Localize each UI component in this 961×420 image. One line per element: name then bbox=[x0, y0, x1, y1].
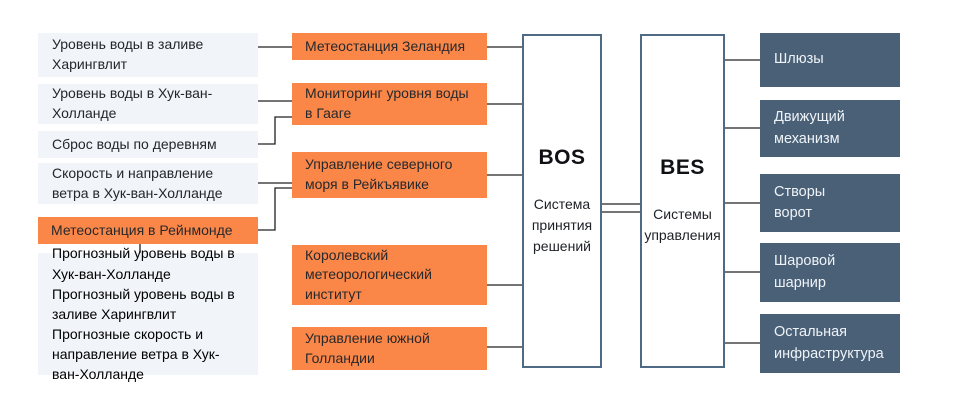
node-label: Остальная инфраструктура bbox=[774, 324, 884, 362]
node-label: Скорость и направление ветра в Хук-ван-Х… bbox=[52, 164, 223, 201]
node-label: Движущий механизм bbox=[774, 109, 845, 147]
bes-subtitle: Системы управления bbox=[644, 206, 721, 243]
bes-system-node: BES Системы управления bbox=[640, 34, 725, 368]
node-gate-leaves: Створы ворот bbox=[760, 174, 900, 232]
node-label: Уровень воды в Хук-ван- Холланде bbox=[52, 85, 213, 121]
node-label: Мониторинг уровня воды в Гааге bbox=[305, 85, 469, 121]
wire-discharge-to-hague bbox=[258, 116, 292, 145]
node-water-level-hoek-van-holland: Уровень воды в Хук-ван- Холланде bbox=[38, 84, 258, 124]
node-weather-station-rijnmond: Метеостанция в Рейнмонде bbox=[38, 217, 258, 244]
node-label: Шлюзы bbox=[774, 51, 824, 68]
node-label: Метеостанция Зеландия bbox=[305, 37, 466, 54]
forecast-line: Прогнозные скорость и направление ветра … bbox=[52, 326, 220, 383]
bos-system-node: BOS Система принятия решений bbox=[522, 34, 602, 368]
node-label: Уровень воды в заливе Харингвлит bbox=[52, 36, 204, 72]
bos-subtitle: Система принятия решений bbox=[531, 195, 593, 254]
bos-title: BOS bbox=[538, 145, 586, 169]
node-water-discharge-villages: Сброс воды по деревням bbox=[38, 131, 258, 158]
forecast-line: Прогнозный уровень воды в Хук-ван-Холлан… bbox=[52, 245, 235, 282]
node-ball-joint: Шаровой шарнир bbox=[760, 243, 900, 302]
node-label: Шаровой шарнир bbox=[774, 253, 836, 291]
node-drive-mechanism: Движущий механизм bbox=[760, 100, 900, 157]
node-other-infrastructure: Остальная инфраструктура bbox=[760, 314, 900, 373]
node-label: Королевский метеорологический институт bbox=[305, 246, 432, 302]
node-south-holland-directorate: Управление южной Голландии bbox=[292, 327, 487, 370]
node-north-sea-directorate: Управление северного моря в Рейкъявике bbox=[292, 152, 487, 198]
node-water-monitoring-hague: Мониторинг уровня воды в Гааге bbox=[292, 83, 487, 125]
node-royal-meteorological-institute: Королевский метеорологический институт bbox=[292, 245, 487, 305]
node-label: Управление северного моря в Рейкъявике bbox=[305, 156, 453, 192]
forecast-line: Прогнозный уровень воды в заливе Харингв… bbox=[52, 285, 235, 322]
node-label: Створы ворот bbox=[774, 183, 826, 221]
node-locks: Шлюзы bbox=[760, 33, 900, 87]
node-water-level-haringvliet: Уровень воды в заливе Харингвлит bbox=[38, 33, 258, 77]
node-label: Управление южной Голландии bbox=[305, 329, 430, 366]
node-wind-speed-direction: Скорость и направление ветра в Хук-ван-Х… bbox=[38, 163, 258, 204]
node-label: Метеостанция в Рейнмонде bbox=[51, 221, 233, 238]
node-forecast-values: Прогнозный уровень воды в Хук-ван-Холлан… bbox=[38, 245, 258, 382]
wire-rijnmond-to-northsea bbox=[258, 187, 292, 231]
bes-title: BES bbox=[660, 156, 705, 179]
node-label: Сброс воды по деревням bbox=[52, 135, 217, 152]
node-weather-station-zeeland: Метеостанция Зеландия bbox=[292, 33, 487, 60]
